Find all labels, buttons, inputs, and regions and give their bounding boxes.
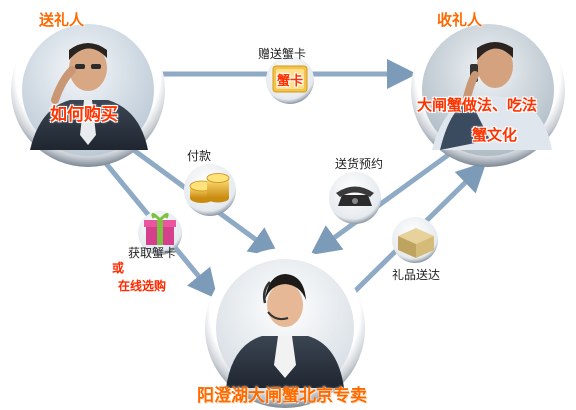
telephone-icon xyxy=(329,172,381,224)
crab-card-badge: 蟹卡 xyxy=(277,74,304,89)
sender-figure-icon xyxy=(30,43,148,150)
receiver-role-label: 收礼人 xyxy=(437,11,483,29)
sender-role-label: 送礼人 xyxy=(39,11,85,29)
operator-figure-icon xyxy=(226,274,344,388)
sender-node xyxy=(11,13,165,167)
gift-icon xyxy=(138,211,182,255)
arrow-receiver-to-center xyxy=(310,147,458,256)
brand-title: 阳澄湖大闸蟹北京专卖 xyxy=(197,386,367,406)
gift-delivered-label: 礼品送达 xyxy=(392,268,441,282)
online-purchase-link[interactable]: 在线选购 xyxy=(118,279,167,293)
crab-card-icon xyxy=(266,56,314,104)
coins-icon xyxy=(184,164,236,216)
receiver-figure-icon xyxy=(432,42,552,150)
recipe-link[interactable]: 大闸蟹做法、吃法 xyxy=(417,96,538,114)
package-icon xyxy=(392,217,438,263)
receiver-node xyxy=(411,13,565,167)
payment-step-label: 付款 xyxy=(187,149,212,163)
delivery-appointment-label: 送货预约 xyxy=(335,157,384,171)
get-card-step-label: 获取蟹卡 xyxy=(128,246,177,260)
gift-card-step-label: 赠送蟹卡 xyxy=(258,47,307,61)
service-node xyxy=(205,248,365,408)
crab-culture-link[interactable]: 蟹文化 xyxy=(472,126,518,144)
or-label: 或 xyxy=(112,261,125,275)
how-to-buy-link[interactable]: 如何购买 xyxy=(50,105,118,125)
